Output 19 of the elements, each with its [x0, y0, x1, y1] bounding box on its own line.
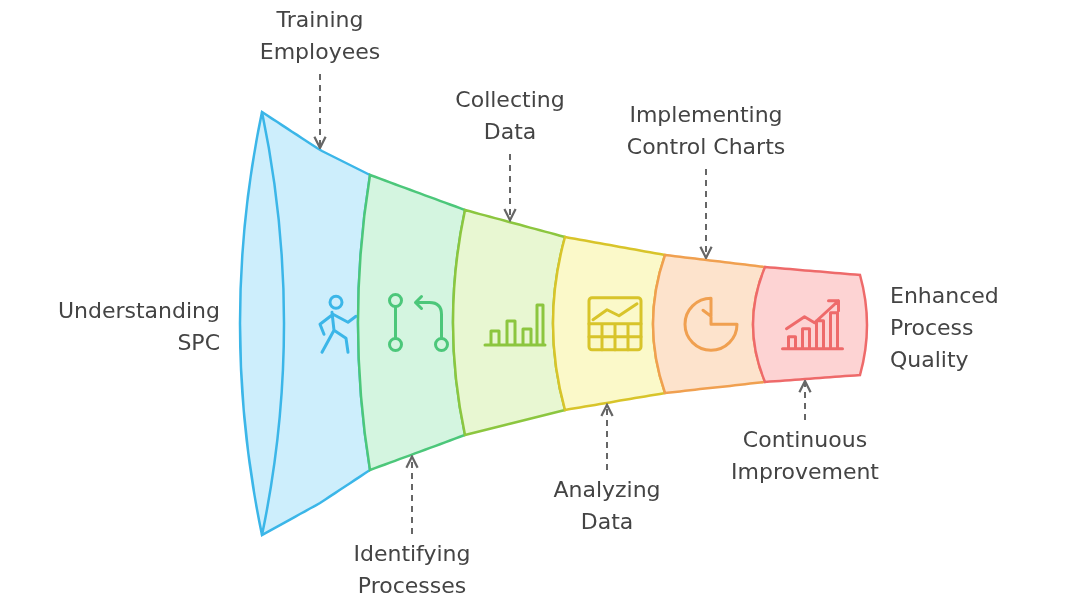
dashed-arrow — [600, 403, 614, 471]
step-label: Identifying Processes — [332, 538, 492, 602]
step-label: Analyzing Data — [532, 474, 682, 538]
funnel-band — [651, 253, 767, 395]
dashed-arrow — [313, 73, 327, 150]
dashed-arrow — [699, 168, 713, 260]
step-label: Implementing Control Charts — [606, 99, 806, 163]
funnel-band — [356, 173, 467, 472]
stage-label: Understanding SPC — [56, 297, 220, 357]
step-label: Training Employees — [240, 4, 400, 68]
step-label: Continuous Improvement — [705, 424, 905, 488]
dashed-arrow — [503, 153, 517, 222]
dashed-arrow — [405, 455, 419, 535]
step-label: Collecting Data — [435, 84, 585, 148]
dashed-arrow — [798, 379, 812, 421]
outcome-label: Enhanced Process Quality — [890, 282, 1000, 374]
funnel-band — [238, 110, 372, 537]
funnel-band — [451, 208, 567, 437]
funnel-band — [551, 235, 667, 412]
